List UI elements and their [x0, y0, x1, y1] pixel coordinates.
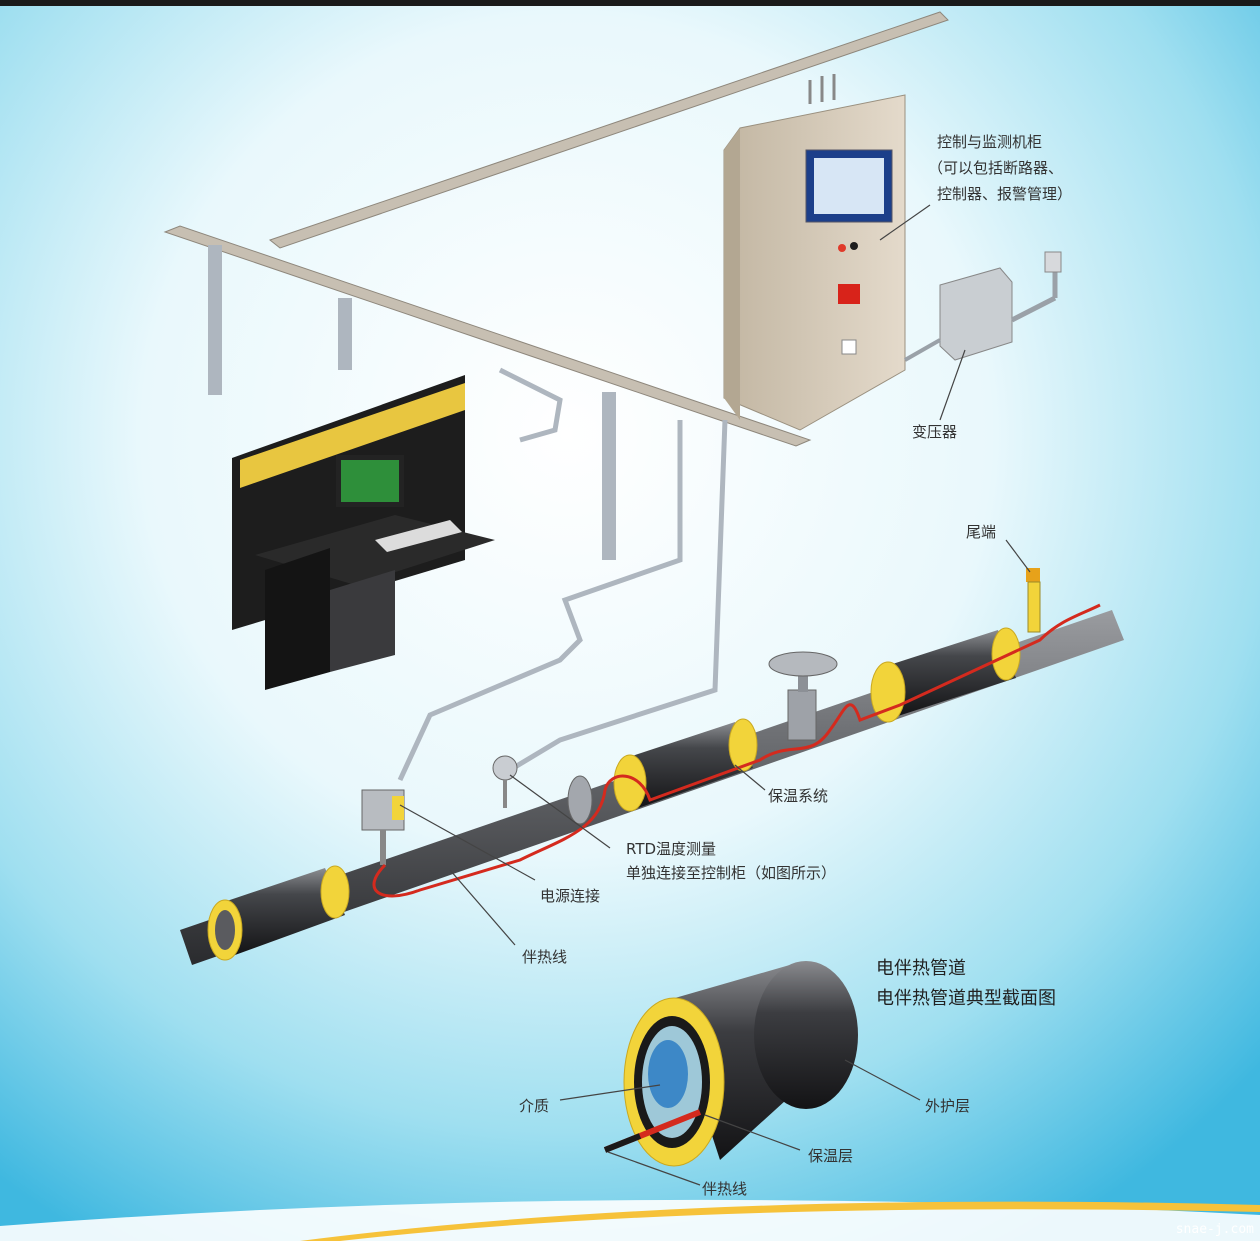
insulation-jacket [207, 865, 350, 961]
label-section-subtitle: 电伴热管道典型截面图 [876, 988, 1056, 1009]
control-cabinet [723, 74, 906, 431]
label-cabinet-line2: （可以包括断路器、 [928, 159, 1064, 177]
watermark: snae-j.com [1175, 1222, 1254, 1237]
leader-lines [399, 204, 1031, 1186]
power-connection-box [361, 789, 405, 865]
label-insulation-system: 保温系统 [768, 787, 829, 805]
main-pipe [180, 568, 1124, 965]
label-insulation-layer: 保温层 [808, 1147, 854, 1165]
workstation [232, 375, 495, 690]
transformer [904, 251, 1062, 362]
label-cabinet-line3: 控制器、报警管理） [937, 185, 1073, 203]
rtd-sensor [492, 755, 518, 781]
pipe-cross-section [603, 961, 858, 1167]
label-power-connection: 电源连接 [540, 887, 601, 905]
valve [768, 651, 838, 741]
insulation-jacket [613, 718, 758, 812]
end-cap [1026, 568, 1041, 633]
label-heat-trace-line: 伴热线 [522, 948, 568, 966]
label-end-cap: 尾端 [966, 523, 997, 541]
cable-tray [163, 11, 949, 560]
label-outer-layer: 外护层 [925, 1097, 971, 1115]
heating-cable [372, 603, 1101, 898]
label-rtd-line2: 单独连接至控制柜（如图所示） [626, 864, 837, 882]
label-heat-trace-line-section: 伴热线 [702, 1180, 748, 1198]
label-medium: 介质 [519, 1097, 550, 1115]
label-rtd-line1: RTD温度测量 [626, 840, 717, 858]
label-cabinet-line1: 控制与监测机柜 [937, 133, 1043, 151]
label-section-title: 电伴热管道 [876, 958, 966, 979]
conduits [397, 367, 728, 782]
label-transformer: 变压器 [912, 423, 958, 441]
